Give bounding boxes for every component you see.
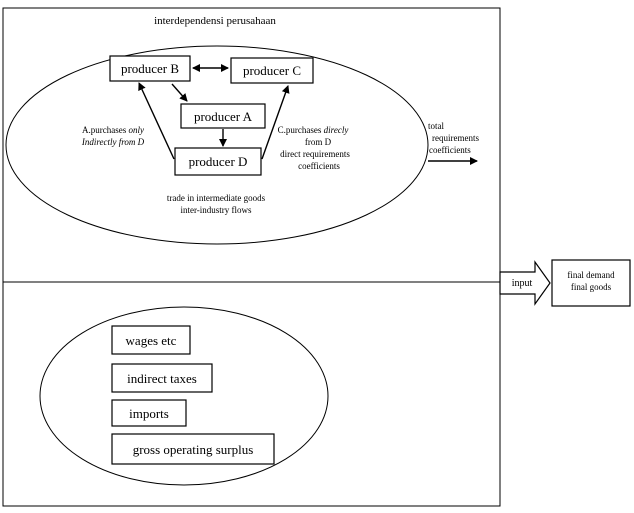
indirect-taxes-label: indirect taxes bbox=[127, 371, 197, 386]
note-total-line3: coefficients bbox=[429, 145, 471, 155]
note-c-line1: C.purchases direcly bbox=[278, 125, 349, 135]
note-a-line1: A.purchases only bbox=[82, 125, 144, 135]
gross-operating-surplus-label: gross operating surplus bbox=[133, 442, 254, 457]
producer-a-label: producer A bbox=[194, 109, 253, 124]
wages-box: wages etc bbox=[111, 325, 191, 355]
gross-operating-surplus-box: gross operating surplus bbox=[111, 433, 275, 465]
input-arrow bbox=[499, 260, 551, 306]
producer-b-label: producer B bbox=[121, 61, 179, 76]
imports-box: imports bbox=[111, 399, 187, 427]
note-c-line3: direct requirements bbox=[280, 149, 350, 159]
input-label: input bbox=[512, 278, 533, 289]
producer-d-label: producer D bbox=[189, 154, 248, 169]
producer-c-node: producer C bbox=[230, 57, 314, 84]
producer-c-label: producer C bbox=[243, 63, 301, 78]
producer-d-node: producer D bbox=[174, 147, 262, 176]
final-demand-line1: final demand bbox=[567, 270, 615, 280]
final-demand-node: final demand final goods bbox=[551, 259, 631, 307]
note-trade-line1: trade in intermediate goods bbox=[167, 193, 266, 203]
producer-a-node: producer A bbox=[180, 103, 266, 129]
arrow-d-c bbox=[261, 85, 290, 160]
frame-title: interdependensi perusahaan bbox=[154, 15, 276, 27]
note-c-line2: from D bbox=[305, 137, 332, 147]
intermediate-frame bbox=[2, 7, 501, 283]
note-total-line1: total bbox=[428, 121, 444, 131]
arrow-b-a bbox=[171, 83, 188, 102]
inter-industry-ellipse bbox=[5, 45, 429, 245]
value-added-ellipse bbox=[39, 306, 329, 486]
final-demand-line2: final goods bbox=[571, 282, 612, 292]
imports-label: imports bbox=[129, 406, 169, 421]
indirect-taxes-box: indirect taxes bbox=[111, 363, 213, 393]
note-total-line2: requirements bbox=[432, 133, 479, 143]
note-a-line2: Indirectly from D bbox=[81, 137, 145, 147]
note-c-line4: coefficients bbox=[298, 161, 340, 171]
arrow-d-b bbox=[138, 82, 175, 160]
wages-label: wages etc bbox=[126, 333, 177, 348]
note-trade-line2: inter-industry flows bbox=[180, 205, 252, 215]
primary-inputs-frame bbox=[2, 281, 501, 507]
producer-b-node: producer B bbox=[109, 55, 191, 82]
